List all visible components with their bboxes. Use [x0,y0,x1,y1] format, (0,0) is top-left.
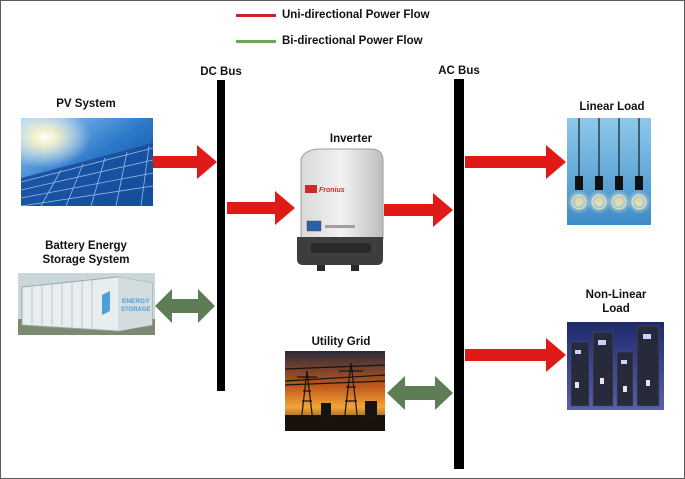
inverter-image: Fronius [297,148,384,271]
inverter-label: Inverter [329,133,373,145]
utility-grid-image [285,351,385,431]
linear-load-image [567,118,651,225]
ac-bus [454,79,464,469]
pv-system-label: PV System [56,98,116,110]
arrow-battery-dc-bidirectional [155,289,215,323]
legend-bi-swatch [236,40,276,43]
nonlinear-load-label-line1: Non-Linear [585,289,647,301]
arrow-pv-to-dc [153,145,217,179]
battery-label-line2: Storage System [42,254,130,266]
nonlinear-load-image [567,322,664,410]
battery-logo-text-2: STORAGE [121,307,151,313]
legend-bi-label: Bi-directional Power Flow [282,35,423,47]
inverter-brand-text: Fronius [319,187,345,194]
arrow-ac-to-linear-load [465,145,566,179]
arrow-grid-ac-bidirectional [387,376,453,410]
utility-grid-label: Utility Grid [311,336,371,348]
arrow-ac-to-nonlinear-load [465,338,566,372]
arrow-dc-to-inverter [227,191,295,225]
linear-load-label: Linear Load [579,101,645,113]
battery-label-line1: Battery Energy [45,240,127,252]
dc-bus-label: DC Bus [200,66,242,78]
legend-uni-swatch [236,14,276,17]
nonlinear-load-label-line2: Load [602,303,630,315]
legend-uni-label: Uni-directional Power Flow [282,9,430,21]
pv-panel-image [21,118,153,206]
arrow-inverter-to-ac [384,193,453,227]
dc-bus [217,80,225,391]
battery-storage-image: ENERGY STORAGE [18,273,155,335]
ac-bus-label: AC Bus [438,65,480,77]
battery-logo-text-1: ENERGY [122,298,150,305]
